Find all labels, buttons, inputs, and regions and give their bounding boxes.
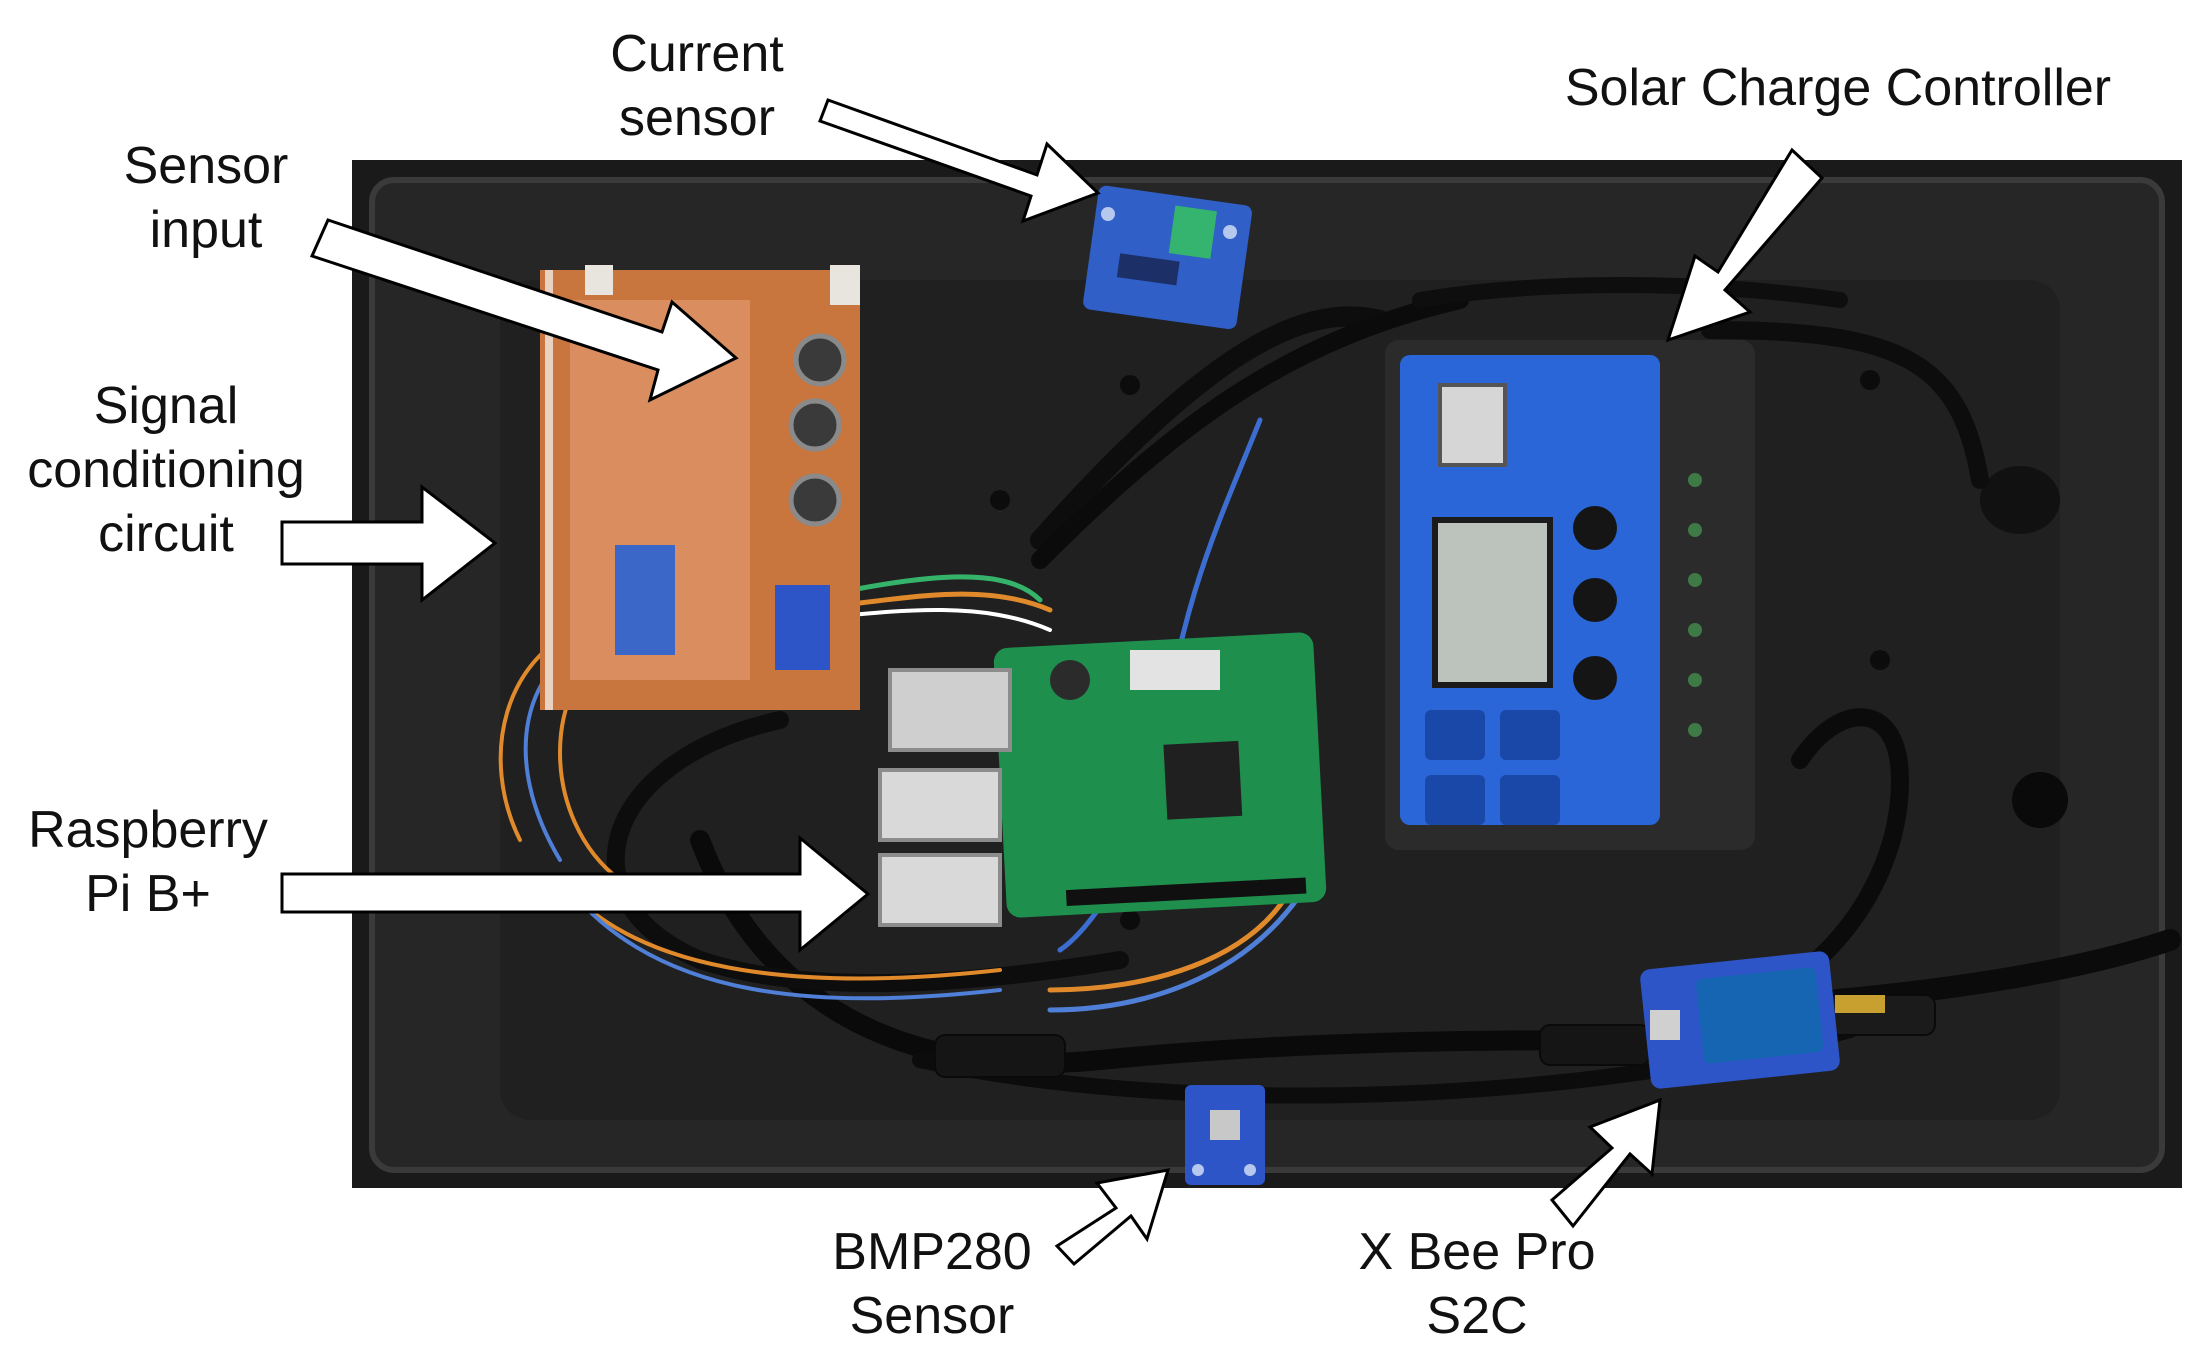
arrow-solar-controller	[1665, 147, 1825, 343]
label-bmp280-sensor: BMP280 Sensor	[832, 1223, 1032, 1345]
annotation-arrows	[280, 98, 1825, 1267]
raspberry-pi-board	[878, 632, 1327, 927]
arrow-sensor-input	[309, 218, 739, 403]
bmp280-sensor-board	[1185, 1085, 1265, 1185]
label-current-sensor: Current sensor	[610, 25, 784, 147]
xbee-module	[1640, 951, 1885, 1089]
arrow-raspberry-pi	[280, 834, 871, 954]
solar-charge-controller	[1385, 340, 1755, 850]
current-sensor-board	[1083, 185, 1252, 330]
label-solar-charge-controller: Solar Charge Controller	[1564, 59, 2112, 117]
label-sensor-input: Sensor input	[123, 137, 289, 259]
arrow-bmp280	[1054, 1168, 1171, 1267]
label-xbee-pro-s2c: X Bee Pro S2C	[1358, 1223, 1596, 1345]
arrow-current-sensor	[818, 98, 1101, 224]
label-raspberry-pi: Raspberry Pi B+	[28, 801, 268, 923]
arrow-signal-conditioning	[280, 483, 498, 604]
label-signal-conditioning-circuit: Signal conditioning circuit	[27, 377, 305, 563]
arrow-xbee	[1549, 1097, 1662, 1229]
